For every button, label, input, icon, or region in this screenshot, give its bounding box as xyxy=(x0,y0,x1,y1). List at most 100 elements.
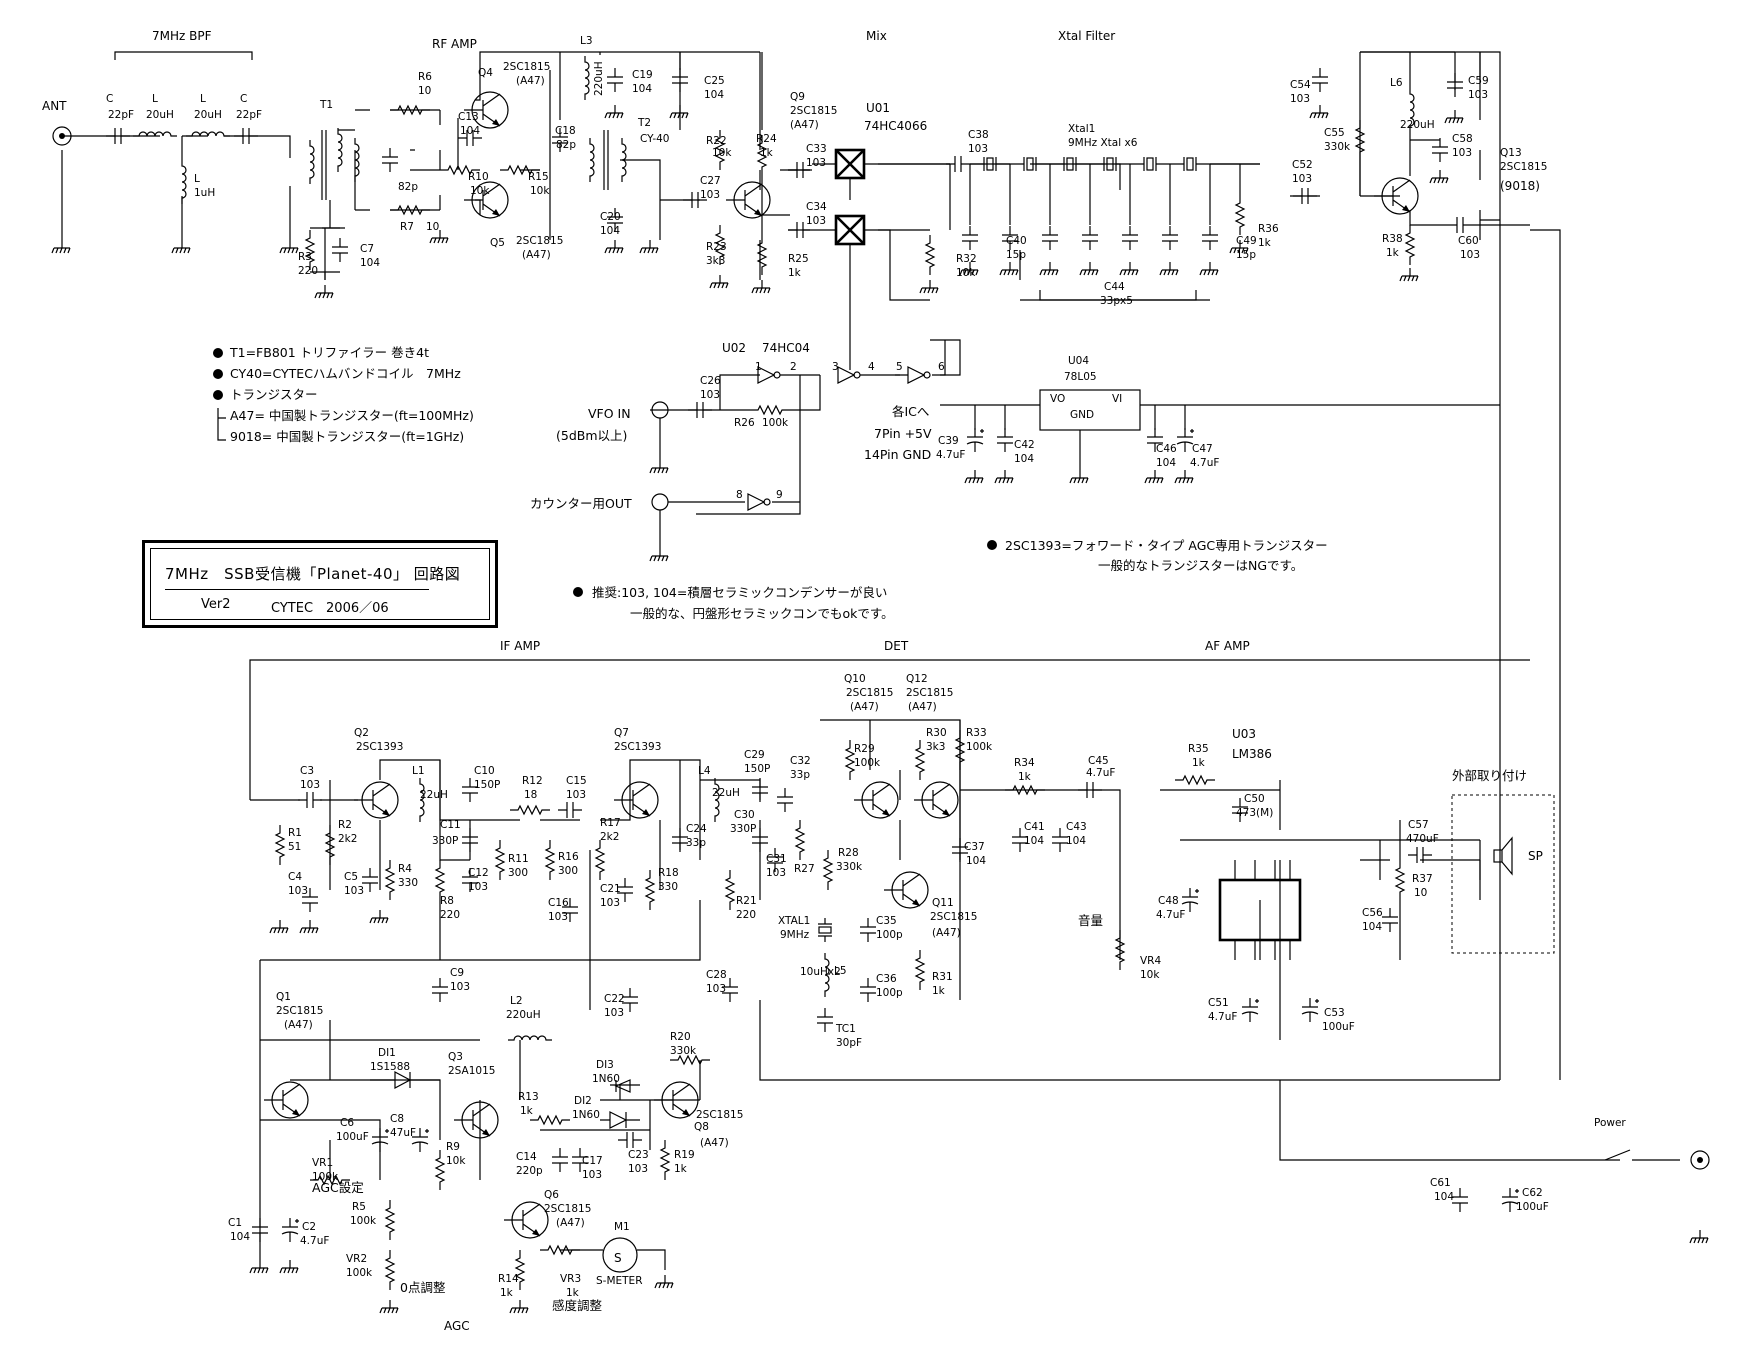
q13-label: Q13 xyxy=(1500,147,1522,159)
a47-label: A47= 中国製トランジスター(ft=100MHz) xyxy=(230,408,474,423)
t2-label: T2 xyxy=(637,117,651,129)
r11-v-label: 300 xyxy=(508,867,528,879)
c20-v-label: 104 xyxy=(600,225,620,237)
c28-label: C28 xyxy=(706,969,727,981)
l5-v-label: 10uHx2 xyxy=(800,966,841,978)
q10-t-label: 2SC1815 xyxy=(846,687,893,699)
r6-symbol xyxy=(389,105,431,115)
c29-label: C29 xyxy=(744,749,765,761)
r29-v-label: 100k xyxy=(854,757,881,769)
r11-symbol xyxy=(495,839,505,881)
r18-label: R18 xyxy=(658,867,679,879)
c55-v-label: 330k xyxy=(1324,141,1351,153)
q3-t-label: 2SA1015 xyxy=(448,1065,495,1077)
pin1-label: 1 xyxy=(755,361,762,373)
if-det-af-wiring xyxy=(249,659,1620,1161)
u02-v-label: 74HC04 xyxy=(762,341,810,355)
r24-label: R24 xyxy=(756,133,777,145)
vr3-v-label: 1k xyxy=(566,1287,580,1299)
r2-symbol xyxy=(325,824,335,866)
r23-label: R23 xyxy=(706,241,727,253)
c8-label: C8 xyxy=(390,1113,404,1125)
r19-label: R19 xyxy=(674,1149,695,1161)
c40-label: C40 xyxy=(1006,235,1027,247)
r30-label: R30 xyxy=(926,727,947,739)
r9-symbol xyxy=(435,1149,445,1191)
c38-v-label: 103 xyxy=(968,143,988,155)
c13-label: C13 xyxy=(458,111,479,123)
ground-icon xyxy=(249,1259,269,1274)
r15-label: R15 xyxy=(528,171,549,183)
q13-t-label: 2SC1815 xyxy=(1500,161,1547,173)
u01-switch-a-symbol xyxy=(834,148,866,180)
xtal1-label: Xtal1 xyxy=(1068,123,1095,135)
vo-label: VO xyxy=(1050,393,1065,405)
l3-symbol xyxy=(584,55,590,101)
c55-label: C55 xyxy=(1324,127,1345,139)
r20-symbol xyxy=(669,1055,711,1065)
r17-symbol xyxy=(595,839,605,881)
vr1-label: VR1 xyxy=(312,1157,333,1169)
agc-1-label: 2SC1393=フォワード・タイプ AGC専用トランジスター xyxy=(1005,538,1328,553)
c33-label: C33 xyxy=(806,143,827,155)
c46-v-label: 104 xyxy=(1156,457,1176,469)
c57-v-label: 470uF xyxy=(1406,833,1439,845)
if-amp-label: IF AMP xyxy=(500,639,540,653)
c9-label: C9 xyxy=(450,967,464,979)
c39-label: C39 xyxy=(938,435,959,447)
sp-label: SP xyxy=(1528,849,1543,863)
c5-label: C5 xyxy=(344,871,358,883)
c2-v-label: 4.7uF xyxy=(300,1235,329,1247)
q8-t-label: 2SC1815 xyxy=(696,1109,743,1121)
c24-v-label: 33p xyxy=(686,837,706,849)
ant-connector-icon xyxy=(52,126,72,146)
c11-v-label: 330P xyxy=(432,835,458,847)
s-meter-icon xyxy=(560,1237,666,1273)
q11-label: Q11 xyxy=(932,897,954,909)
ground-icon xyxy=(314,284,334,299)
c58-label: C58 xyxy=(1452,133,1473,145)
q3-label: Q3 xyxy=(448,1051,463,1063)
c7-v-label: 104 xyxy=(360,257,380,269)
title-divider xyxy=(165,589,429,590)
ground-icon xyxy=(751,279,771,294)
r26-v-label: 100k xyxy=(762,417,789,429)
c7-symbol xyxy=(331,237,349,263)
cap-1-label: 推奨:103, 104=積層セラミックコンデンサーが良い xyxy=(592,585,887,600)
q4-s-label: (A47) xyxy=(516,75,545,87)
c43-v-label: 104 xyxy=(1066,835,1086,847)
ground-icon xyxy=(604,239,624,254)
q6-s-label: (A47) xyxy=(556,1217,585,1229)
ground-icon xyxy=(1069,469,1089,484)
c2-symbol xyxy=(281,1217,300,1243)
r14-label: R14 xyxy=(498,1273,519,1285)
r22-v-label: 10k xyxy=(712,147,732,159)
l4-v-label: 22uH xyxy=(712,787,740,799)
q9-t-label: 2SC1815 xyxy=(790,105,837,117)
vr2-label: VR2 xyxy=(346,1253,367,1265)
zero-adj-label: 0点調整 xyxy=(400,1280,446,1295)
r31-label: R31 xyxy=(932,971,953,983)
u01-switch-b-symbol xyxy=(834,214,866,246)
transistor-label: トランジスター xyxy=(230,387,318,402)
u03-label: U03 xyxy=(1232,727,1256,741)
bpf-c2-v-label: 22pF xyxy=(236,109,262,121)
agc-2-label: 一般的なトランジスターはNGです。 xyxy=(1098,558,1303,573)
c25-v-label: 104 xyxy=(704,89,724,101)
c48-v-label: 4.7uF xyxy=(1156,909,1185,921)
c6-v-label: 100uF xyxy=(336,1131,369,1143)
u02-label: U02 xyxy=(722,341,746,355)
ground-icon xyxy=(649,459,669,474)
c5-v-label: 103 xyxy=(344,885,364,897)
vfo-in-label: VFO IN xyxy=(588,406,631,421)
r26-symbol xyxy=(749,405,791,415)
c39-v-label: 4.7uF xyxy=(936,449,965,461)
r21-v-label: 220 xyxy=(736,909,756,921)
bullet-icon xyxy=(213,369,223,379)
c42-symbol xyxy=(996,427,1014,453)
c37-v-label: 104 xyxy=(966,855,986,867)
q1-t-label: 2SC1815 xyxy=(276,1005,323,1017)
bpf-c2-label: C xyxy=(240,93,247,105)
c1-v-label: 104 xyxy=(230,1231,250,1243)
c61-v-label: 104 xyxy=(1434,1191,1454,1203)
